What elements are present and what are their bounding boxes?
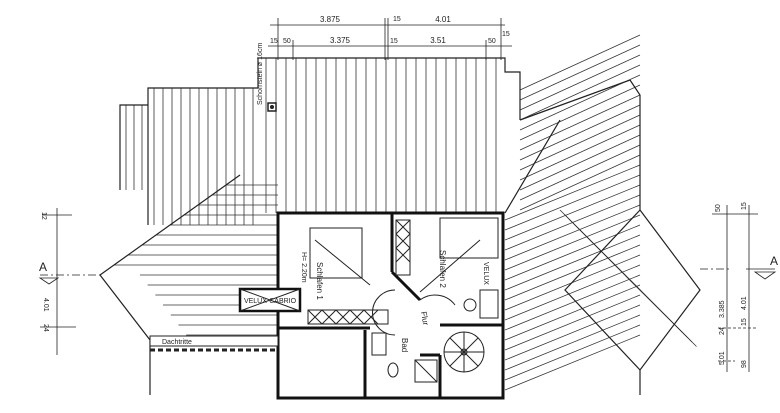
roof-hatch-line [504,214,641,271]
dim-left-1: 12 [40,212,47,220]
roof-hatch-line [504,314,641,371]
roof-hatch-line [504,244,641,301]
roof-hatch-line [504,304,641,361]
roof-hatch-line [504,234,641,291]
dim-right-2: 3.385 [719,300,726,318]
roof-hatch-line [519,34,641,91]
roof-hatch-line [504,324,641,381]
dim-inner-4: 15 [390,38,398,45]
roof-hatch-line [504,174,641,231]
roof-hatch-line [519,54,641,111]
dim-inner-1: 15 [270,38,278,45]
dim-inner-2: 50 [283,38,291,45]
roof-hatch-line [519,94,641,151]
roof-hatch-line [519,84,641,141]
dim-inner-5: 3.51 [430,36,446,45]
dim-right-3: 4.01 [741,296,748,310]
dim-right-8: 15 [741,202,748,210]
dim-left-3: 24 [42,324,49,332]
roof-hatch-line [504,334,641,391]
roof-hatch-line [504,184,641,241]
roof-hatch-line [504,294,641,351]
room-walls [267,102,505,400]
bedroom1-height-label: H= 2.20m [300,252,307,283]
roof-hatch-line [504,264,641,321]
roof-hatch-line [504,224,641,281]
dim-top-2: 15 [393,16,401,23]
velux-label: VELUX [482,262,489,285]
roof-hatch-line [636,286,697,347]
roof-hatch-line [504,274,641,331]
bath-label: Bad [400,338,409,352]
roof-hatch-line [519,64,641,121]
roof-hatch-line [519,144,641,201]
bedroom1-label: Schlafen 1 [315,262,324,300]
dim-right-6: 5.01 [719,351,726,365]
dim-inner-6: 50 [488,38,496,45]
roof-hatch-line [504,204,641,261]
roof-hatch-line [504,164,641,221]
roof-hatch-line [504,284,641,341]
roof-hatch-line [519,44,641,101]
dim-right-1: 50 [715,204,722,212]
dormer: Dachtritte [149,335,279,352]
dim-top-3: 4.01 [435,15,451,24]
dim-right-4: 15 [741,318,748,326]
velux-cabrio-label: VELUX-CABRIO [244,298,297,305]
dim-right-5: 24 [719,327,726,335]
velux-cabrio-window: VELUX-CABRIO [238,287,302,313]
dormer-label: Dachtritte [162,339,192,346]
dim-inner-7: 15 [502,31,510,38]
section-marker-right: A [770,254,778,268]
hall-label: Flur [419,311,430,326]
roof-hatch-line [519,124,641,181]
dim-inner-3: 3.375 [330,36,351,45]
roof-hatch-line [519,104,641,161]
roof-hatch-line [519,114,641,171]
left-dimension-lines [38,208,100,355]
roof-hatching [114,34,697,391]
roof-hatch-line [519,154,641,211]
right-dimension-lines [700,205,777,372]
chimney-label: Schornstein ⌀ 16cm [257,43,264,105]
roof-hatch-line [519,134,641,191]
dim-left-2: 4.01 [42,298,49,312]
dim-top-1: 3.875 [320,15,341,24]
dim-right-7: 98 [741,360,748,368]
section-marker-left: A [39,260,47,274]
bedroom2-label: Schlafen 2 [438,250,447,288]
top-dimension-lines [268,18,512,60]
